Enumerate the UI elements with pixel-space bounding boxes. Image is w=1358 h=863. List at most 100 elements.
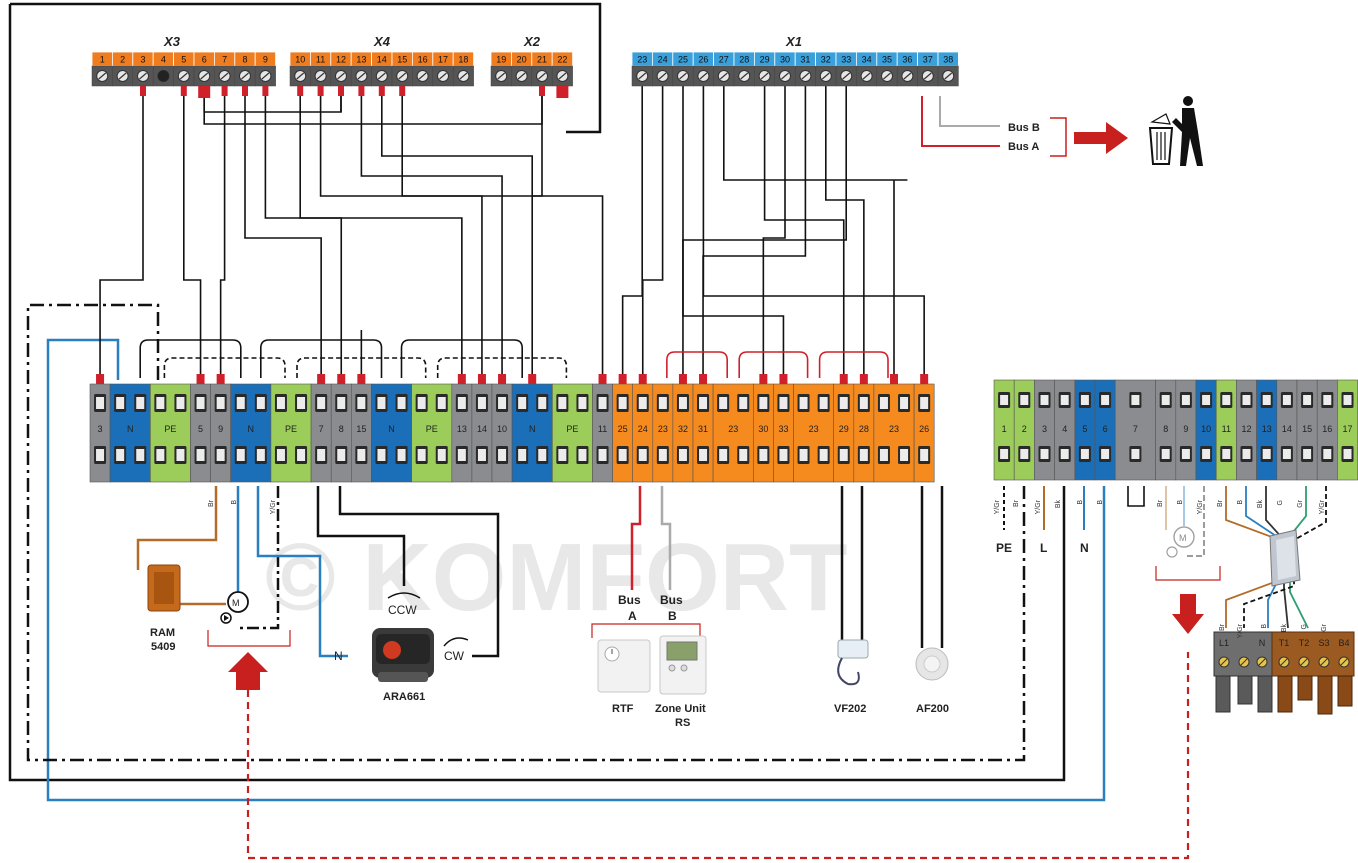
main-terminal-label: N	[127, 424, 134, 434]
bus-b-bottom-label-1: Bus	[660, 593, 683, 607]
clamp-bottom-slot	[297, 449, 306, 461]
wire-x2-21	[532, 96, 543, 197]
wire-stub-double	[556, 86, 569, 98]
clamp-top-slot	[457, 397, 466, 409]
wire-stub	[378, 86, 385, 96]
right-terminal-label: 10	[1201, 424, 1211, 434]
wire-x1-26	[702, 86, 925, 374]
clamp-bottom-slot	[1262, 449, 1271, 459]
plug-screw-slot	[1340, 658, 1348, 666]
optional-pump-m: M	[1179, 533, 1187, 543]
pe-dashdot-wire	[26, 303, 1026, 762]
clamp-top-slot	[377, 397, 386, 409]
main-terminal-label: 13	[457, 424, 467, 434]
clamp-bottom-slot	[457, 449, 466, 461]
main-terminal-label: 7	[319, 424, 324, 434]
x3-pin-label: 5	[181, 55, 186, 65]
main-terminal-label: 15	[356, 424, 366, 434]
bus-bracket	[1050, 117, 1067, 157]
clamp-bottom-slot	[518, 449, 527, 461]
clamp-top-slot	[678, 397, 687, 409]
plug-prong-grey	[1257, 675, 1273, 713]
ram-brown-wire	[136, 486, 218, 570]
ccw-label: CCW	[388, 603, 417, 617]
clamp-bottom-slot	[236, 449, 245, 461]
screw-slot	[337, 72, 345, 80]
clamp-top-slot	[1060, 395, 1069, 405]
x4-pin-label: 13	[356, 55, 366, 65]
main-terminal-label: 31	[698, 424, 708, 434]
bus-bottom-bracket	[591, 623, 701, 638]
right-terminal-label: 2	[1022, 424, 1027, 434]
terminal-wire-entry	[317, 374, 326, 384]
plug-screw-slot	[1280, 658, 1288, 666]
main-terminal-label: 25	[618, 424, 628, 434]
clamp-top-slot	[719, 397, 728, 409]
clamp-top-slot	[1131, 395, 1140, 405]
clamp-bottom-slot	[377, 449, 386, 461]
screw-slot	[638, 72, 647, 80]
x3-pin-label: 7	[222, 55, 227, 65]
l-label: L	[1040, 541, 1047, 555]
screw-slot	[418, 72, 427, 80]
wire-x1-31	[702, 86, 807, 374]
x2-pin-label: 19	[496, 55, 506, 65]
wire-code-br: Br	[1219, 623, 1226, 631]
clamp-top-slot	[1323, 395, 1332, 405]
wire-code-ygr: Y/Gr	[1319, 499, 1326, 514]
clamp-top-slot	[1161, 395, 1170, 405]
x1-pin-label: 35	[882, 55, 892, 65]
zone-unit-label-2: RS	[675, 717, 690, 729]
x1-pin-label: 28	[739, 55, 749, 65]
clamp-bottom-slot	[196, 449, 205, 461]
plug-screw-slot	[1300, 658, 1308, 666]
bus-b-label: Bus B	[1008, 122, 1040, 134]
terminal-wire-entry	[638, 374, 647, 384]
clamp-bottom-slot	[618, 449, 627, 461]
right-terminal-label: 16	[1322, 424, 1332, 434]
clamp-bottom-slot	[317, 449, 326, 461]
x1-pin-label: 38	[943, 55, 953, 65]
x3-pin-label: 2	[120, 55, 125, 65]
wire-stub	[140, 86, 146, 96]
clamp-bottom-slot	[678, 449, 687, 461]
wire-stub	[358, 86, 365, 96]
clamp-top-slot	[920, 397, 929, 409]
clamp-top-slot	[357, 397, 366, 409]
plug-pin-label: L1	[1219, 638, 1229, 648]
x1-pin-label: 31	[800, 55, 810, 65]
main-terminal-label: 32	[678, 424, 688, 434]
clamp-top-slot	[779, 397, 788, 409]
screw-slot	[944, 72, 953, 80]
main-terminal-label: PE	[566, 424, 578, 434]
clamp-top-slot	[1222, 395, 1231, 405]
screw-slot	[558, 72, 567, 80]
wire-x3-6-x2-21	[203, 96, 543, 125]
terminal-wire-entry	[839, 374, 848, 384]
clamp-top-slot	[558, 397, 567, 409]
wire-x1-32	[824, 86, 865, 374]
clamp-top-slot	[176, 397, 185, 409]
wire-stub	[242, 86, 248, 96]
zone-unit-icon	[659, 635, 707, 695]
wire-code-ygr: Y/Gr	[1035, 499, 1042, 514]
wire-x3-9	[264, 96, 343, 374]
jumper-n-n-3	[400, 339, 523, 378]
right-terminal-label: 5	[1082, 424, 1087, 434]
clamp-top-slot	[196, 397, 205, 409]
x4-title: X4	[373, 34, 391, 49]
wire-code-ygr: Y/Gr	[1237, 623, 1244, 638]
clamp-top-slot	[397, 397, 406, 409]
screw-slot	[801, 72, 810, 80]
screw-slot	[883, 72, 891, 80]
screw-slot	[719, 72, 728, 80]
af200-label: AF200	[916, 703, 949, 715]
red-dashed-link	[246, 652, 1190, 860]
pe-label: PE	[996, 541, 1012, 555]
right-terminal-label: 12	[1241, 424, 1251, 434]
jumper-pe-pe-2	[296, 357, 427, 378]
main-terminal-label: 9	[218, 424, 223, 434]
wire-code-ygr: Y/Gr	[270, 499, 277, 514]
clamp-top-slot	[739, 397, 748, 409]
vf202-label: VF202	[834, 703, 866, 715]
